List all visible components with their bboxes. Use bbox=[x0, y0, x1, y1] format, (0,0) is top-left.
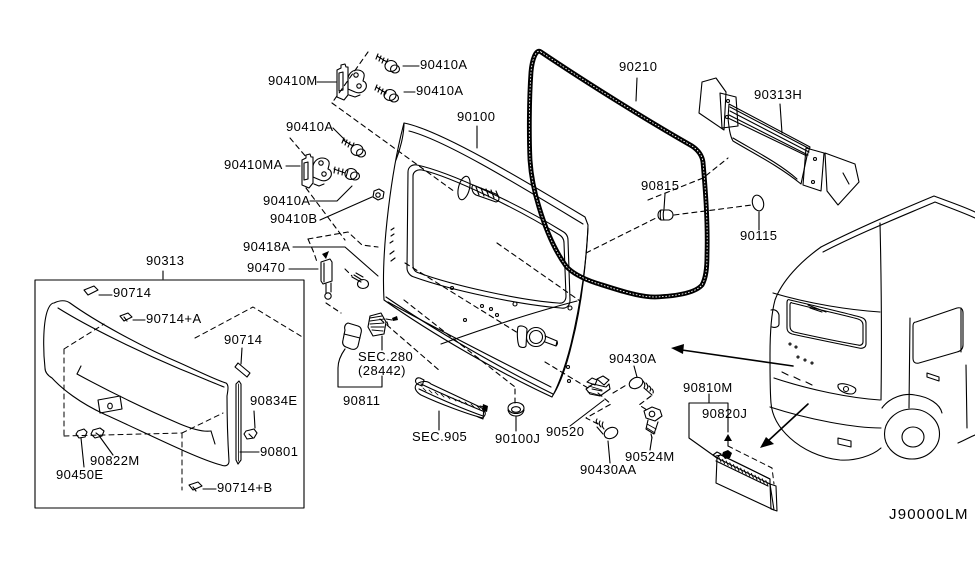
svg-text:90410A: 90410A bbox=[286, 119, 334, 134]
svg-text:90820J: 90820J bbox=[702, 406, 747, 421]
svg-text:90100: 90100 bbox=[457, 109, 495, 124]
svg-text:90410A: 90410A bbox=[263, 193, 311, 208]
svg-text:90100J: 90100J bbox=[495, 431, 540, 446]
svg-text:SEC.905: SEC.905 bbox=[412, 429, 467, 444]
svg-text:90430AA: 90430AA bbox=[580, 462, 637, 477]
svg-text:90410MA: 90410MA bbox=[224, 157, 283, 172]
svg-text:90801: 90801 bbox=[260, 444, 298, 459]
svg-text:J90000LM: J90000LM bbox=[889, 506, 969, 523]
svg-text:90450E: 90450E bbox=[56, 467, 104, 482]
svg-text:90418A: 90418A bbox=[243, 239, 291, 254]
svg-text:90520: 90520 bbox=[546, 424, 584, 439]
svg-text:90714+A: 90714+A bbox=[146, 311, 202, 326]
svg-text:90834E: 90834E bbox=[250, 393, 298, 408]
svg-text:90115: 90115 bbox=[740, 228, 777, 243]
svg-text:90815: 90815 bbox=[641, 178, 679, 193]
svg-text:90430A: 90430A bbox=[609, 351, 657, 366]
svg-text:90714: 90714 bbox=[224, 332, 262, 347]
svg-text:90524M: 90524M bbox=[625, 449, 675, 464]
svg-text:SEC.280: SEC.280 bbox=[358, 349, 413, 364]
svg-text:90410A: 90410A bbox=[420, 57, 468, 72]
svg-text:90410A: 90410A bbox=[416, 83, 464, 98]
svg-text:90810M: 90810M bbox=[683, 380, 733, 395]
svg-text:90313H: 90313H bbox=[754, 87, 802, 102]
svg-text:90410M: 90410M bbox=[268, 73, 318, 88]
svg-text:90811: 90811 bbox=[343, 393, 380, 408]
svg-text:90714+B: 90714+B bbox=[217, 480, 273, 495]
svg-text:90470: 90470 bbox=[247, 260, 285, 275]
svg-text:90410B: 90410B bbox=[270, 211, 318, 226]
svg-text:90210: 90210 bbox=[619, 59, 657, 74]
svg-text:90822M: 90822M bbox=[90, 453, 140, 468]
svg-text:(28442): (28442) bbox=[358, 363, 406, 378]
svg-text:90313: 90313 bbox=[146, 253, 184, 268]
svg-text:90714: 90714 bbox=[113, 285, 151, 300]
